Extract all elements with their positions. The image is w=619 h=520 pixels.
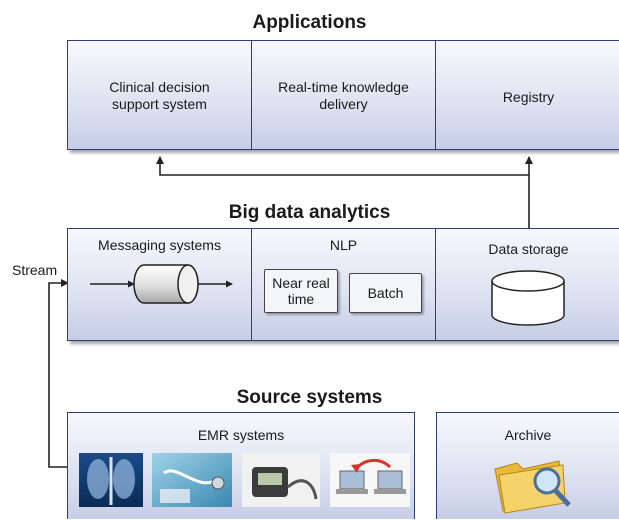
messaging-label: Messaging systems [98,237,221,253]
analytics-box: Messaging systems NLP Near real time Bat… [67,228,619,341]
archive-box: Archive [436,412,619,519]
clinical-decision-cell: Clinical decision support system [68,41,252,149]
laptop-transfer-icon [330,453,410,507]
nlp-label: NLP [329,237,358,253]
blood-pressure-monitor-icon [242,453,320,507]
message-queue-icon [90,264,233,304]
doctor-stethoscope-icon [152,453,232,507]
data-storage-label: Data storage [488,241,569,257]
applications-box: Clinical decision support system Real-ti… [67,40,619,150]
registry-cell: Registry [436,41,619,149]
stream-label: Stream [12,262,58,278]
knowledge-delivery-label: Real-time knowledge delivery [278,79,409,112]
applications-title: Applications [252,12,367,33]
emr-label: EMR systems [197,427,285,443]
batch-box: Batch [349,273,422,313]
emr-images [79,453,410,507]
near-real-time-box: Near real time [264,269,338,313]
knowledge-delivery-cell: Real-time knowledge delivery [252,41,436,149]
applications-feedback-line [156,156,529,176]
chest-xray-icon [79,453,143,507]
emr-box: EMR systems [67,412,415,519]
registry-label: Registry [502,89,555,105]
archive-label: Archive [504,427,552,443]
analytics-title: Big data analytics [228,202,391,223]
clinical-decision-label: Clinical decision support system [109,79,210,112]
data-storage-cell: Data storage [436,229,619,340]
sources-title: Source systems [236,387,383,408]
stream-line [48,279,80,468]
database-icon [491,270,565,326]
folder-search-icon [494,460,571,514]
messaging-cell: Messaging systems [68,229,252,340]
nlp-cell: NLP Near real time Batch [252,229,436,340]
